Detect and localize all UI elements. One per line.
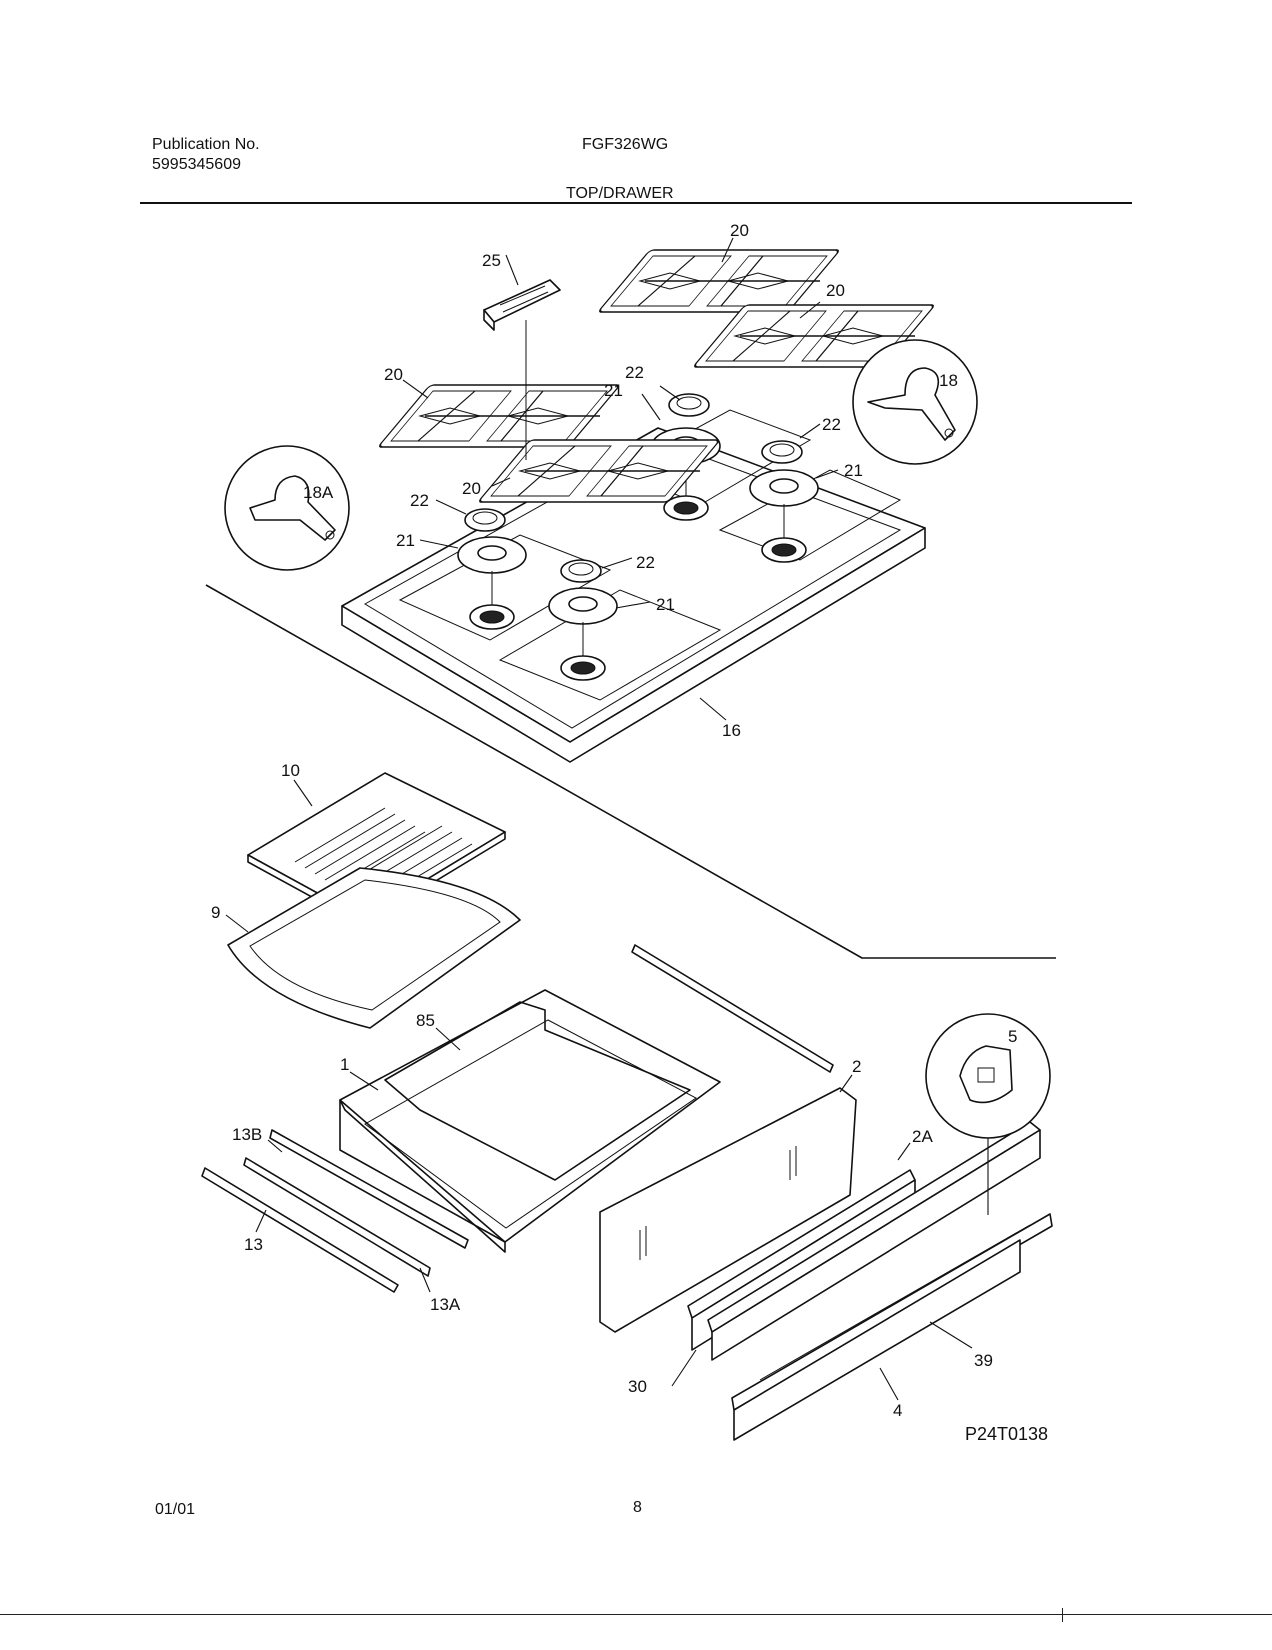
section-divider-line [205, 584, 1056, 959]
broiler-drawer-frame [339, 989, 721, 1253]
callout-21-front-right: 21 [656, 595, 675, 614]
callout-85: 85 [416, 1011, 435, 1030]
burner-cap-rear-right [761, 440, 803, 464]
callout-13b: 13B [232, 1125, 262, 1144]
broiler-pan [227, 867, 521, 1029]
burner-cap-front-right [560, 559, 602, 583]
callout-18: 18 [939, 371, 958, 390]
callout-22-front-right: 22 [636, 553, 655, 572]
rail-13b [269, 1129, 469, 1249]
callout-13a: 13A [430, 1295, 461, 1314]
callout-21-front-left: 21 [396, 531, 415, 550]
footer-page-number: 8 [633, 1499, 642, 1516]
callout-22-rear-right: 22 [822, 415, 841, 434]
drawer-front-4 [731, 1213, 1053, 1441]
callout-13: 13 [244, 1235, 263, 1254]
publication-label: Publication No. [152, 136, 260, 153]
section-title: TOP/DRAWER [566, 185, 674, 202]
model-number: FGF326WG [582, 136, 669, 153]
detail-18 [852, 339, 978, 465]
drawer-back-panel-2 [599, 1087, 857, 1333]
callout-21-rear-left: 21 [604, 381, 623, 400]
publication-number: 5995345609 [152, 156, 241, 173]
detail-5 [925, 1013, 1051, 1215]
detail-18a [224, 445, 350, 571]
callout-18a: 18A [303, 483, 334, 502]
callout-16: 16 [722, 721, 741, 740]
burner-cap-front-left [464, 508, 506, 532]
callout-20-left: 20 [384, 365, 403, 384]
burner-cap-rear-left [668, 393, 710, 417]
footer-rule [0, 1614, 1272, 1615]
callout-10: 10 [281, 761, 300, 780]
callout-2: 2 [852, 1057, 861, 1076]
rack-85 [384, 1001, 691, 1181]
callout-9: 9 [211, 903, 220, 922]
grate-left-rear [377, 384, 621, 448]
grate-right-rear [597, 249, 841, 313]
footer-tick [1062, 1608, 1063, 1622]
callout-20-right: 20 [826, 281, 845, 300]
rail-13a [243, 1157, 431, 1277]
part-25-clip [483, 279, 561, 460]
callout-22-front-left: 22 [410, 491, 429, 510]
callout-5: 5 [1008, 1027, 1017, 1046]
callout-1: 1 [340, 1055, 349, 1074]
callout-25: 25 [482, 251, 501, 270]
callout-39: 39 [974, 1351, 993, 1370]
rail-upper [631, 944, 834, 1073]
callout-2a: 2A [912, 1127, 933, 1146]
leader-lines [225, 237, 973, 1401]
rail-13 [201, 1167, 399, 1293]
callout-22-rear-left: 22 [625, 363, 644, 382]
figure-code: P24T0138 [965, 1424, 1048, 1444]
callout-20-top: 20 [730, 221, 749, 240]
drawer-front-30 [707, 1121, 1041, 1361]
callout-4: 4 [893, 1401, 902, 1420]
callout-30: 30 [628, 1377, 647, 1396]
callout-21-rear-right: 21 [844, 461, 863, 480]
footer-date: 01/01 [155, 1501, 196, 1518]
header-rule [140, 202, 1132, 204]
callout-20-front: 20 [462, 479, 481, 498]
